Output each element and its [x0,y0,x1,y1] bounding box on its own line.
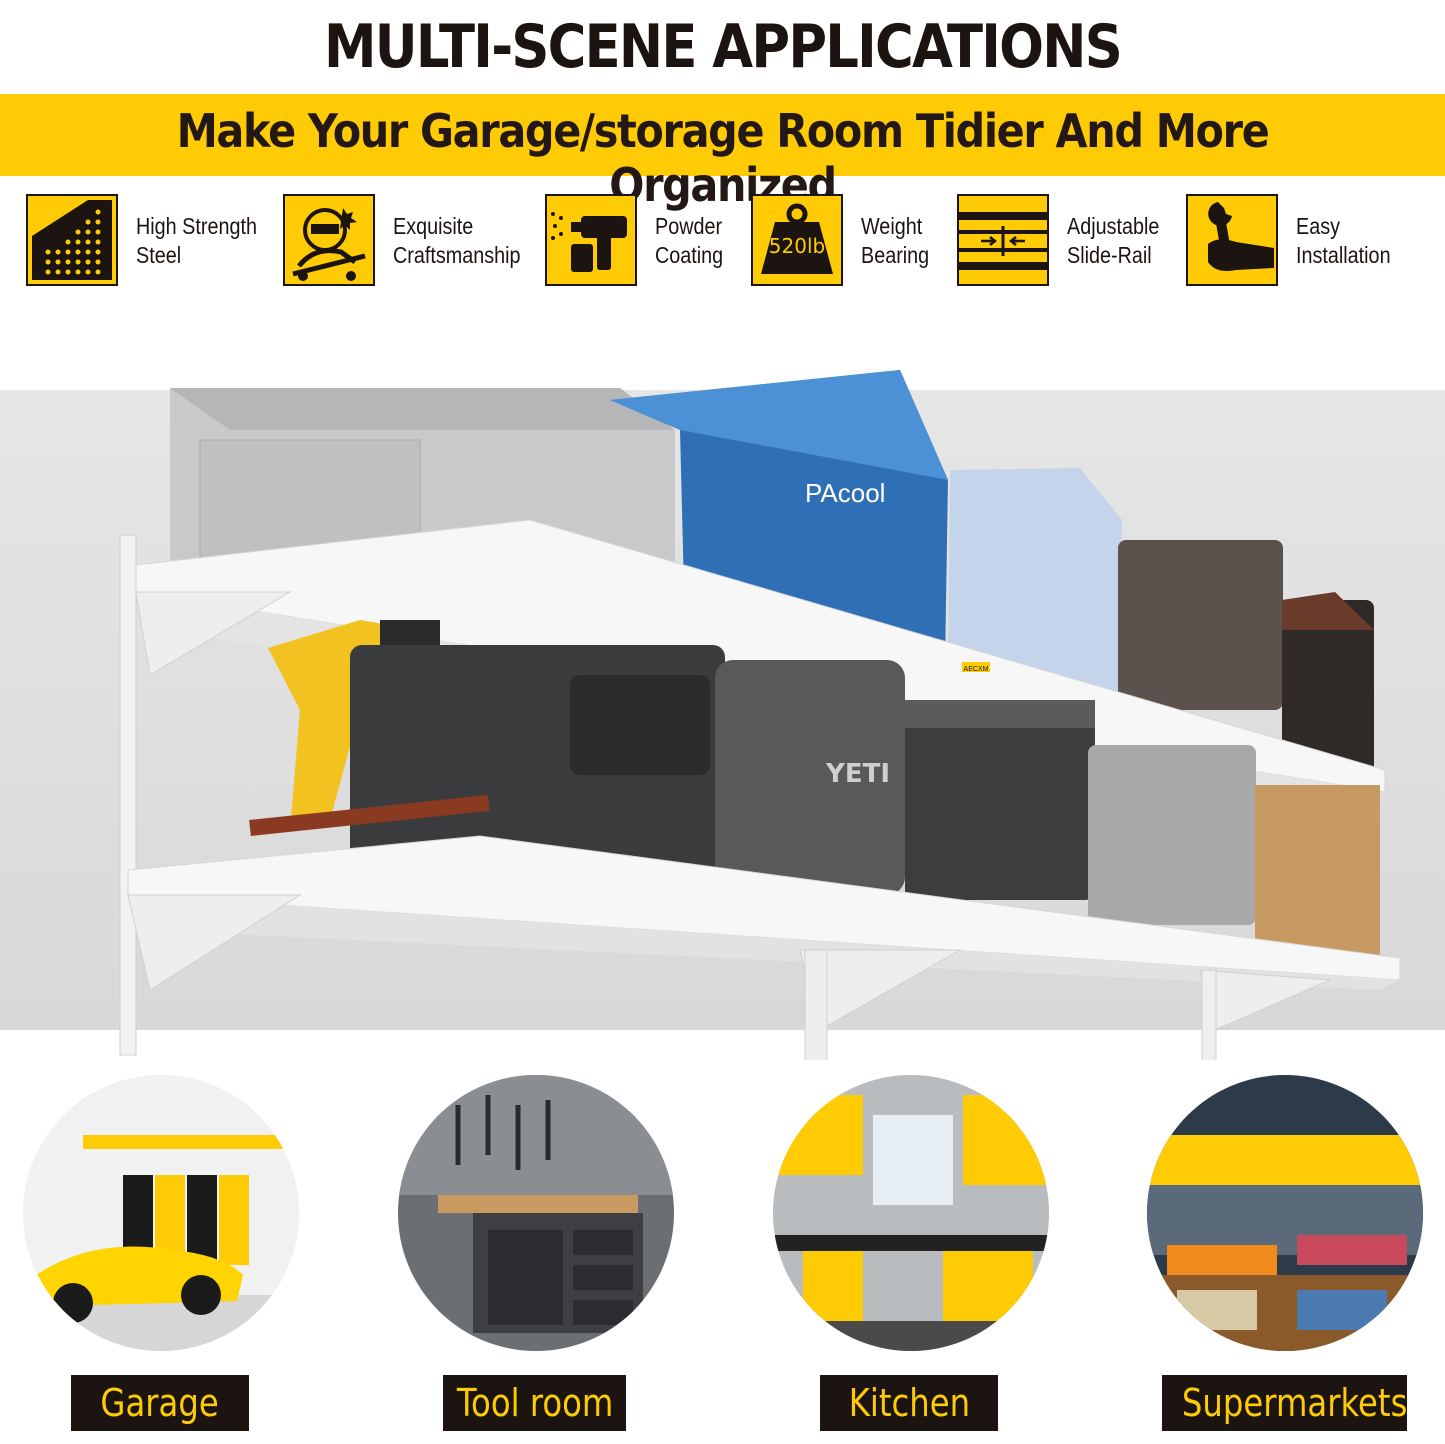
scene-garage-image [23,1075,299,1351]
scene-label-tool-room: Tool room [443,1375,626,1431]
tagline-text: Make Your Garage/storage Room Tidier And… [176,104,1270,212]
slide-rail-icon [957,194,1049,286]
scene-label-garage: Garage [71,1375,249,1431]
page-title: MULTI-SCENE APPLICATIONS [324,12,1123,82]
welder-icon [283,194,375,286]
wrench-hand-icon [1186,194,1278,286]
weight-badge-text: 520lb [768,234,826,258]
feature-label: Weight Bearing [861,213,930,268]
yeti-brand: YETI [825,759,890,789]
brand-tag: AECXM [964,666,989,673]
feature-label: Powder Coating [655,213,724,268]
feature-label: High Strength Steel [136,213,257,268]
scene-supermarket-image [1147,1075,1423,1351]
product-illustration: PAcool AECXM YETI [0,330,1445,1060]
spray-gun-icon [545,194,637,286]
scene-label-kitchen: Kitchen [820,1375,998,1431]
cooler-brand: PAcool [805,478,885,508]
feature-label: Easy Installation [1296,213,1391,268]
scene-kitchen-image [773,1075,1049,1351]
tagline-banner: Make Your Garage/storage Room Tidier And… [0,94,1445,212]
weight-icon: 520lb [751,194,843,286]
scene-tool-room-image [398,1075,674,1351]
steel-mesh-icon [26,194,118,286]
scene-label-supermarkets: Supermarkets [1162,1375,1407,1431]
feature-label: Adjustable Slide-Rail [1067,213,1160,268]
feature-label: Exquisite Craftsmanship [393,213,521,268]
